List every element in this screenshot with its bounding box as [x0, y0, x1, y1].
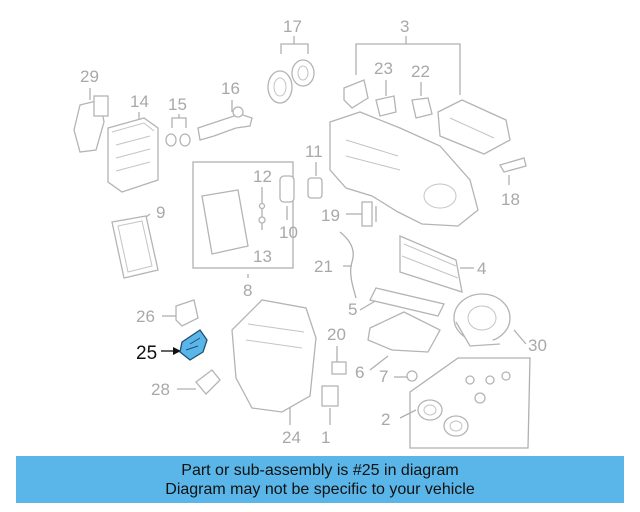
part-10-valve [279, 175, 295, 203]
part-24-module [321, 385, 339, 407]
callout-21: 21 [314, 257, 333, 276]
callout-10: 10 [279, 223, 298, 242]
part-16-pipe [197, 106, 253, 141]
part-25-highlighted [179, 329, 208, 361]
callout-28: 2 [381, 410, 390, 429]
part-5-bracket [369, 287, 445, 317]
callout-27: 28 [151, 380, 170, 399]
callout-23: 23 [374, 59, 393, 78]
callout-13: 13 [253, 247, 272, 266]
callout-26: 26 [136, 307, 155, 326]
callout-25-highlighted: 25 [136, 343, 157, 364]
callout-7: 7 [379, 367, 388, 386]
part-18-sensor [499, 157, 527, 173]
part-7-bolt [406, 370, 418, 382]
callout-8: 8 [243, 281, 252, 300]
callout-6: 6 [355, 363, 364, 382]
part-19-clip [361, 201, 373, 227]
part-29-bracket [73, 95, 109, 153]
info-banner: Part or sub-assembly is #25 in diagram D… [16, 456, 624, 503]
part-6-tray [367, 311, 441, 353]
callout-20: 20 [327, 325, 346, 344]
leader-arrow-25 [161, 347, 181, 355]
part-20-connector [331, 361, 347, 375]
parts-diagram: 17 3 29 14 15 16 23 22 11 12 18 9 19 10 … [73, 17, 547, 449]
callout-18: 18 [501, 190, 520, 209]
part-28-kit [417, 371, 511, 437]
part-26-resistor [175, 299, 199, 327]
part-15-o-rings [165, 133, 191, 147]
callout-16: 16 [221, 79, 240, 98]
callout-14: 14 [130, 92, 149, 111]
callout-30: 30 [528, 336, 547, 355]
callout-24: 1 [321, 428, 330, 447]
part-14-evaporator [107, 117, 159, 193]
part-12-13-heater-core [201, 189, 266, 255]
part-9-filter [111, 215, 159, 279]
callout-17: 17 [283, 17, 302, 36]
callout-4: 4 [477, 259, 486, 278]
part-21-hose [339, 231, 357, 299]
banner-line-1: Part or sub-assembly is #25 in diagram [181, 461, 459, 479]
callout-11: 11 [305, 142, 323, 161]
part-30-blower-motor [453, 293, 511, 347]
part-2-blower-case [231, 299, 317, 413]
callout-22: 22 [411, 62, 430, 81]
callout-3: 3 [400, 17, 409, 36]
callout-9: 9 [156, 203, 165, 222]
part-3-door-actuators [343, 79, 511, 155]
part-1-heater-case [329, 111, 479, 227]
callout-29: 29 [80, 67, 99, 86]
callout-12: 12 [253, 167, 272, 186]
banner-line-2: Diagram may not be specific to your vehi… [165, 480, 475, 498]
part-4-filter-panel [399, 235, 463, 293]
group-frame-8 [192, 161, 294, 269]
group-frame-28 [409, 357, 531, 449]
callout-19: 19 [321, 206, 340, 225]
part-11-sensor [307, 177, 323, 199]
part-27-actuator [195, 369, 221, 395]
callout-5: 5 [348, 300, 357, 319]
part-17-gaskets [267, 59, 315, 104]
callout-2: 24 [282, 428, 301, 447]
callout-15: 15 [168, 95, 187, 114]
